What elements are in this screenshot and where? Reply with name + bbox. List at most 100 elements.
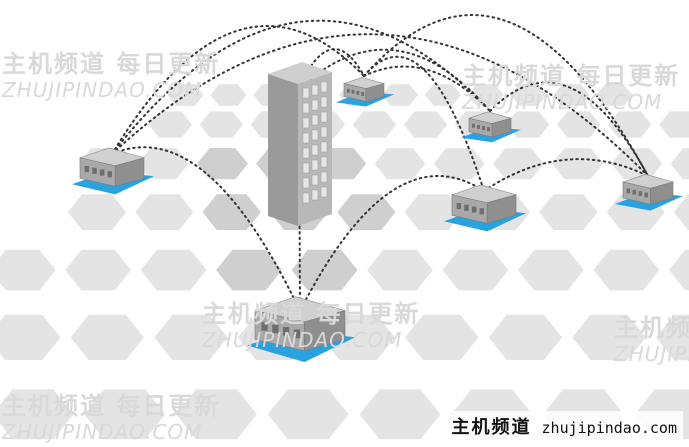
node-slot <box>482 125 485 131</box>
node-slot <box>644 192 649 198</box>
hex-tile <box>655 108 689 141</box>
node-slot <box>477 124 480 129</box>
hex-tile <box>355 386 445 443</box>
hex-tile <box>61 246 135 294</box>
node-slot <box>356 90 360 95</box>
node-side <box>486 194 517 224</box>
connection-link <box>111 33 649 177</box>
hex-tile <box>0 311 65 364</box>
node-slot <box>282 327 290 336</box>
hex-tile <box>669 191 689 234</box>
node-side <box>365 83 385 102</box>
hex-tile <box>198 191 265 234</box>
brand-domain: zhujipindao.com <box>541 419 677 437</box>
tower-window <box>302 192 310 204</box>
tower-window <box>320 126 328 138</box>
connection-link <box>297 48 491 112</box>
tower-window <box>311 129 319 141</box>
hex-tile <box>464 81 508 109</box>
hex-tile <box>131 191 198 234</box>
hex-tile <box>0 246 60 294</box>
hex-tile <box>193 145 252 183</box>
node-side <box>304 310 346 352</box>
hex-tile <box>568 311 650 364</box>
hex-tile <box>484 311 566 364</box>
hex-tile <box>66 311 148 364</box>
node-slot <box>107 171 113 178</box>
node-slot <box>92 167 97 174</box>
hex-tile <box>400 108 452 141</box>
server-nodes <box>72 62 683 363</box>
node-side <box>114 157 145 187</box>
hex-tile <box>63 191 131 234</box>
node-slot <box>479 208 485 215</box>
hex-tile <box>370 145 430 183</box>
server-node-icon <box>444 184 526 232</box>
server-node-icon <box>615 173 683 211</box>
node-slot <box>638 191 643 196</box>
hex-tile <box>150 311 232 364</box>
node-slot <box>293 329 301 339</box>
hex-tile <box>438 246 513 294</box>
node-slot <box>99 169 105 176</box>
hex-tile <box>489 145 548 183</box>
hex-tile <box>80 386 170 443</box>
node-slot <box>487 127 491 132</box>
hex-tile <box>549 81 594 109</box>
hex-tile <box>514 246 588 294</box>
node-slot <box>626 188 631 194</box>
hex-tile <box>604 108 656 141</box>
node-side <box>491 117 512 138</box>
node-slot <box>361 92 365 96</box>
connection-link <box>483 158 649 192</box>
connection-link <box>363 14 649 177</box>
hex-grid <box>0 81 689 443</box>
connection-link <box>489 81 649 177</box>
tower-window <box>302 117 310 129</box>
hex-tile <box>195 108 247 141</box>
tower-window <box>320 171 328 183</box>
hex-tile <box>401 311 483 364</box>
hex-tile <box>144 108 196 141</box>
connection-link <box>111 19 491 155</box>
node-slot <box>471 206 477 213</box>
node-slot <box>351 89 355 94</box>
brand-logo: 主机频道 zhujipindao.com <box>445 411 683 441</box>
hex-tile <box>0 386 78 443</box>
tower-window <box>320 156 328 168</box>
hex-tile <box>206 81 251 109</box>
hex-tile <box>348 108 400 141</box>
node-slot <box>84 165 90 173</box>
tower-window <box>311 174 319 186</box>
node-slot <box>456 202 462 210</box>
tower-window <box>320 111 328 123</box>
hex-tile <box>548 145 607 183</box>
tower-window <box>320 186 328 198</box>
connection-link <box>111 146 301 312</box>
tower-window <box>320 96 328 108</box>
hex-tile <box>592 81 637 109</box>
tower-window <box>302 177 310 189</box>
tower-window <box>302 87 310 99</box>
hex-tile <box>263 386 353 443</box>
tower-window <box>302 102 310 114</box>
node-slot <box>272 324 279 334</box>
server-node-icon <box>461 111 521 143</box>
hex-tile <box>506 81 551 109</box>
hex-tile <box>212 246 286 294</box>
tower-window <box>311 84 319 96</box>
connection-link <box>363 65 491 112</box>
hex-tile <box>136 246 211 294</box>
node-slot <box>632 189 637 195</box>
tower-window <box>320 81 328 93</box>
hex-tile <box>665 246 689 294</box>
tower-window <box>302 147 310 159</box>
hex-tile <box>421 81 465 109</box>
connection-link <box>111 25 365 155</box>
tower-window <box>311 159 319 171</box>
connection-link <box>299 175 485 312</box>
hex-tile <box>589 246 664 294</box>
hex-tile <box>363 246 437 294</box>
server-node-icon <box>336 77 394 107</box>
